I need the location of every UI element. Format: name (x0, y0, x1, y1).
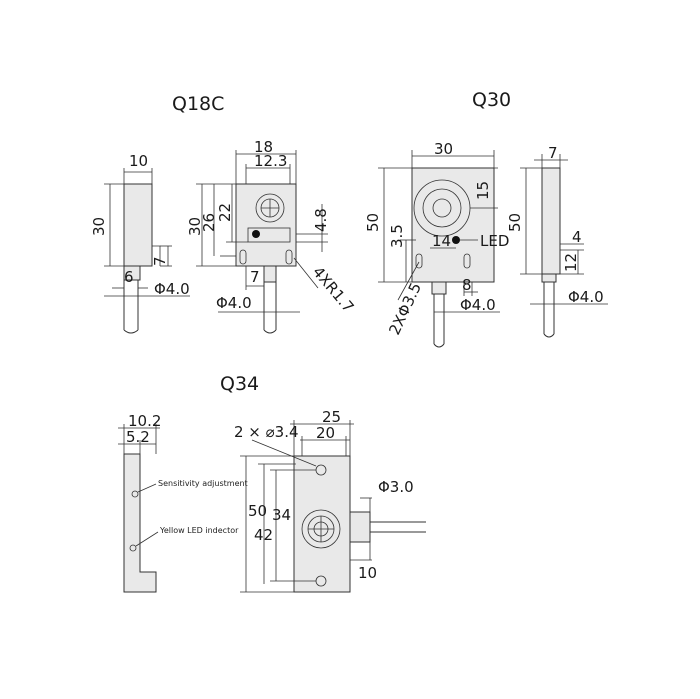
q18c-side-base (123, 265, 141, 281)
q30-side-cable-dia: Φ4.0 (568, 288, 604, 306)
q30-front-cable-dia: Φ4.0 (460, 296, 496, 314)
q18c-title: Q18C (172, 93, 224, 115)
q30-front-face-height: 15 (474, 181, 492, 200)
q18c-sensing-face (255, 193, 285, 223)
q34-front-holes: 2 × ⌀3.4 (234, 423, 299, 441)
q30-led-dot (452, 236, 460, 244)
q30-front-slot-spacing: 8 (462, 276, 472, 294)
q34-sensing-face (301, 509, 341, 549)
q30-side-step: 4 (572, 228, 582, 246)
q30-side-body (541, 167, 561, 275)
q34-led-label: Yellow LED indector (159, 526, 239, 535)
q34-front-height: 50 (248, 502, 267, 520)
q34-front-boot-length: 10 (358, 564, 377, 582)
q34-front-cable-dia: Φ3.0 (378, 478, 414, 496)
q30-front-body (411, 167, 495, 283)
q34-led-indicator (129, 544, 137, 552)
q18c-led-window (247, 227, 291, 243)
q18c-front-slot-radius: 4XR1.7 (309, 263, 358, 316)
q18c-side-cable-dia: Φ4.0 (154, 280, 190, 298)
q34-front-view: 25 2 × ⌀3.4 20 50 34 42 Φ3.0 10 (234, 408, 426, 593)
q18c-front-inner-width: 12.3 (254, 152, 287, 170)
q30-mount-slot-left (415, 253, 423, 269)
q30-front-slot-offset: 3.5 (388, 224, 406, 248)
q30-side-thickness: 7 (548, 144, 558, 162)
q34-side-view: 10.2 5.2 Sensitivity adjustment Yellow L… (118, 412, 248, 593)
q18c-front-height: 30 (186, 217, 204, 236)
q30-side-base (541, 273, 557, 283)
q30-title: Q30 (472, 89, 511, 111)
q34-front-body (293, 455, 351, 593)
q18c-front-width: 18 (254, 138, 273, 156)
q18c-front-view: 18 12.3 30 26 22 4.8 7 4XR1.7 Φ4.0 (186, 138, 358, 334)
q34-side-thickness: 5.2 (126, 428, 150, 446)
q30-front-cable (433, 294, 445, 348)
q30-front-height: 50 (364, 213, 382, 232)
q18c-side-view: 10 30 7 6 Φ4.0 (90, 152, 190, 334)
q30-mount-slot-right (463, 253, 471, 269)
q30-front-width: 30 (434, 140, 453, 158)
q30-side-view: 7 50 4 12 Φ4.0 (506, 144, 608, 338)
q34-side-body (123, 453, 157, 593)
q18c-side-notch-height: 7 (151, 256, 169, 266)
q18c-front-boot-offset: 7 (250, 268, 260, 286)
q18c-mount-slot-left (239, 249, 247, 265)
q18c-side-body (123, 183, 153, 267)
q18c-mount-slot-right (285, 249, 293, 265)
q18c-side-width: 10 (129, 152, 148, 170)
q18c-front-body (235, 183, 297, 267)
q34-front-inner-width: 20 (316, 424, 335, 442)
q30-side-cable (543, 282, 555, 338)
q18c-front-led-offset: 22 (216, 203, 234, 222)
q30-side-height: 50 (506, 213, 524, 232)
q34-front-width: 25 (322, 408, 341, 426)
q30-front-view: 30 15 50 3.5 14 LED 2XΦ3.5 8 Φ4.0 (364, 140, 509, 348)
q18c-side-cable (123, 280, 139, 334)
q18c-cable-boot (263, 265, 277, 283)
q34-front-cable (370, 521, 426, 533)
q30-led-label: LED (480, 232, 509, 250)
q34-front-hole-span: 42 (254, 526, 273, 544)
q34-front-face-span: 34 (272, 506, 291, 524)
q18c-front-hole-span: 26 (200, 213, 218, 232)
q18c-front-cable (263, 282, 277, 334)
q18c-front-cable-dia: Φ4.0 (216, 294, 252, 312)
q30-front-holes: 2XΦ3.5 (385, 280, 425, 338)
q18c-front-led-height: 4.8 (312, 208, 330, 232)
q18c-side-base-width: 6 (124, 268, 134, 286)
q18c-led-dot (252, 230, 260, 238)
q30-cable-boot (431, 281, 447, 295)
q30-front-led-offset: 14 (432, 232, 451, 250)
q34-title: Q34 (220, 373, 259, 395)
q18c-side-height: 30 (90, 217, 108, 236)
q30-side-base-height: 12 (562, 253, 580, 272)
q34-cable-boot (349, 511, 371, 543)
q34-sensitivity-adjust (131, 490, 139, 498)
q34-sensitivity-label: Sensitivity adjustment (158, 479, 248, 488)
q34-side-width: 10.2 (128, 412, 161, 430)
